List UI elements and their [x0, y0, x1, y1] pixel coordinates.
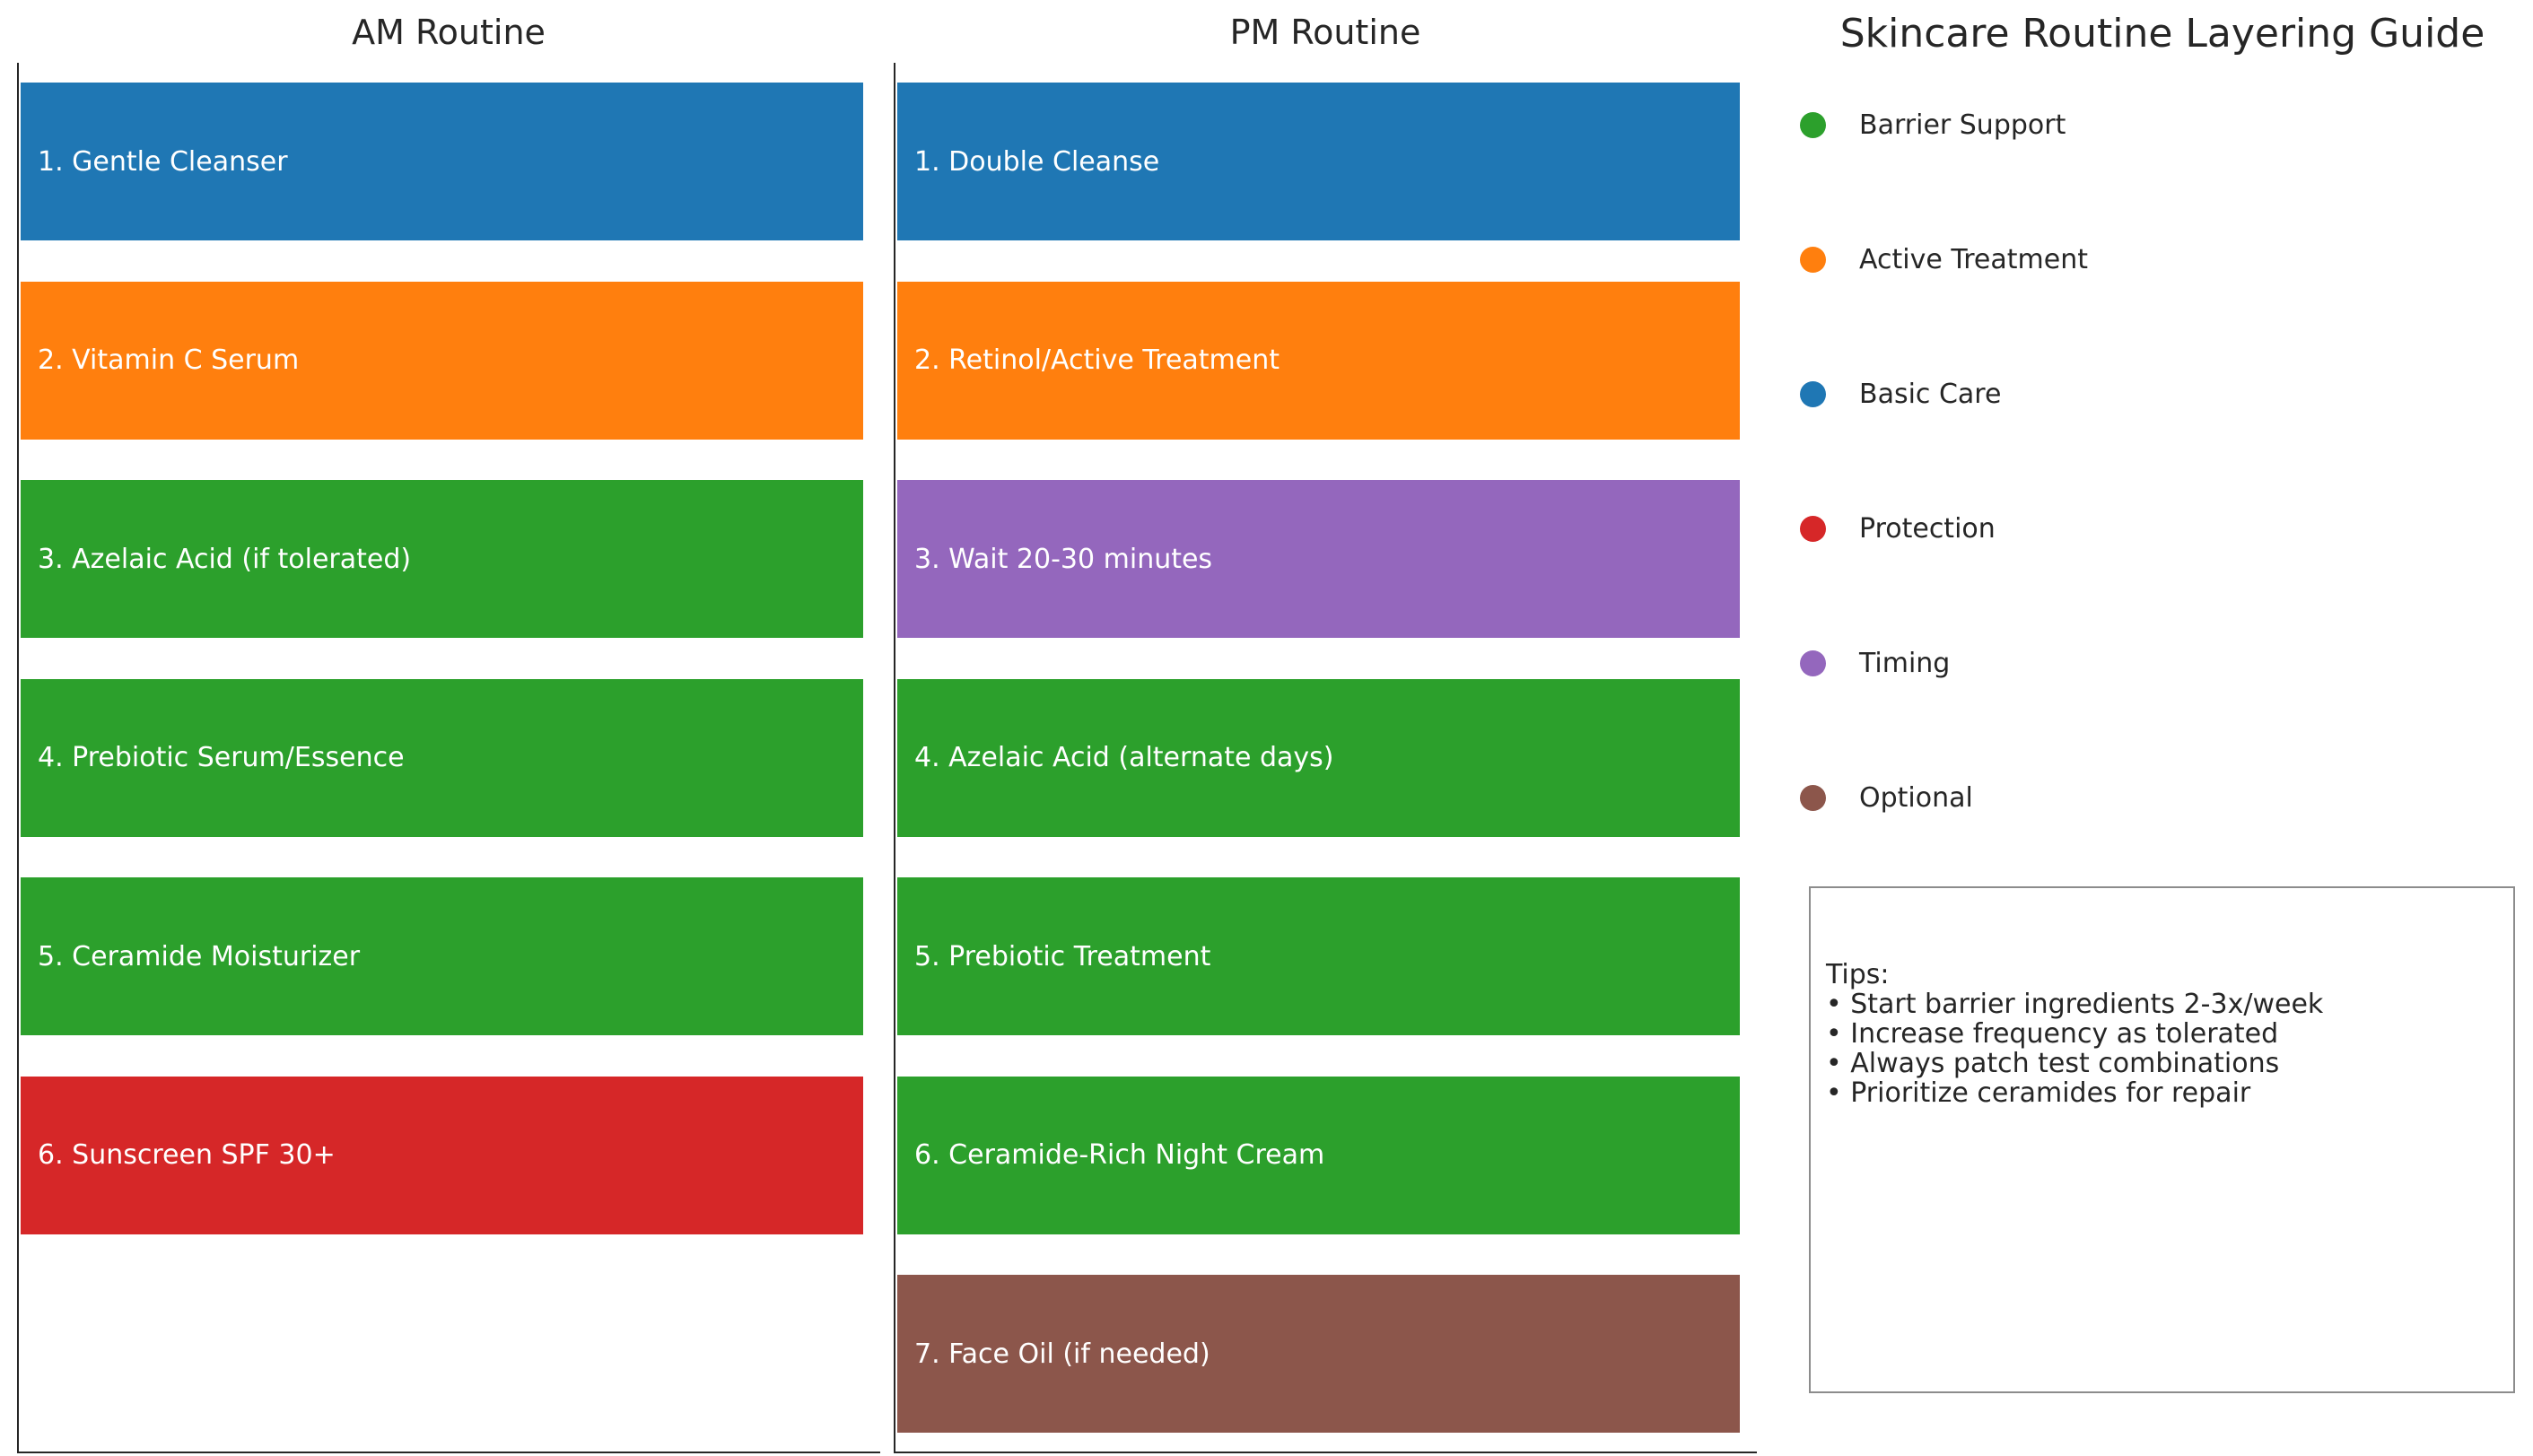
- legend-label: Timing: [1859, 647, 1951, 679]
- am-step-6: 6. Sunscreen SPF 30+: [21, 1076, 863, 1234]
- pm-step-5: 5. Prebiotic Treatment: [897, 877, 1740, 1035]
- legend-item: Active Treatment: [1800, 241, 2088, 277]
- legend-dot-icon: [1800, 515, 1826, 542]
- tip-item: • Always patch test combinations: [1826, 1048, 2280, 1079]
- legend-item: Timing: [1800, 645, 1950, 681]
- tips-box: Tips: • Start barrier ingredients 2-3x/w…: [1809, 886, 2515, 1393]
- legend-item: Protection: [1800, 510, 1996, 546]
- legend-label: Optional: [1859, 781, 1973, 814]
- legend-dot-icon: [1800, 784, 1826, 811]
- tips-heading: Tips:: [1826, 959, 1890, 990]
- legend-label: Active Treatment: [1859, 243, 2088, 275]
- legend-item: Basic Care: [1800, 376, 2001, 412]
- legend-dot-icon: [1800, 380, 1826, 407]
- legend-item: Barrier Support: [1800, 107, 2066, 143]
- pm-step-6: 6. Ceramide-Rich Night Cream: [897, 1076, 1740, 1234]
- pm-routine-panel: 1. Double Cleanse 2. Retinol/Active Treat…: [894, 63, 1757, 1453]
- pm-step-7: 7. Face Oil (if needed): [897, 1275, 1740, 1433]
- legend-item: Optional: [1800, 780, 1973, 815]
- tip-item: • Increase frequency as tolerated: [1826, 1018, 2279, 1050]
- pm-step-3: 3. Wait 20-30 minutes: [897, 480, 1740, 638]
- am-step-5: 5. Ceramide Moisturizer: [21, 877, 863, 1035]
- pm-step-2: 2. Retinol/Active Treatment: [897, 281, 1740, 440]
- legend-label: Protection: [1859, 512, 1996, 545]
- am-routine-title: AM Routine: [352, 13, 546, 52]
- am-step-1: 1. Gentle Cleanser: [21, 83, 863, 240]
- pm-step-4: 4. Azelaic Acid (alternate days): [897, 678, 1740, 837]
- legend-label: Basic Care: [1859, 378, 2002, 410]
- guide-title: Skincare Routine Layering Guide: [1839, 11, 2485, 57]
- pm-routine-title: PM Routine: [1229, 13, 1421, 52]
- am-routine-panel: 1. Gentle Cleanser 2. Vitamin C Serum 3. A…: [17, 63, 880, 1453]
- am-step-3: 3. Azelaic Acid (if tolerated): [21, 480, 863, 638]
- legend-dot-icon: [1800, 111, 1826, 138]
- legend-dot-icon: [1800, 650, 1826, 676]
- pm-step-1: 1. Double Cleanse: [897, 83, 1740, 240]
- am-step-2: 2. Vitamin C Serum: [21, 281, 863, 440]
- tip-item: • Prioritize ceramides for repair: [1826, 1077, 2251, 1109]
- tip-item: • Start barrier ingredients 2-3x/week: [1826, 989, 2324, 1020]
- legend-dot-icon: [1800, 246, 1826, 273]
- legend-label: Barrier Support: [1859, 109, 2066, 141]
- am-step-4: 4. Prebiotic Serum/Essence: [21, 678, 863, 837]
